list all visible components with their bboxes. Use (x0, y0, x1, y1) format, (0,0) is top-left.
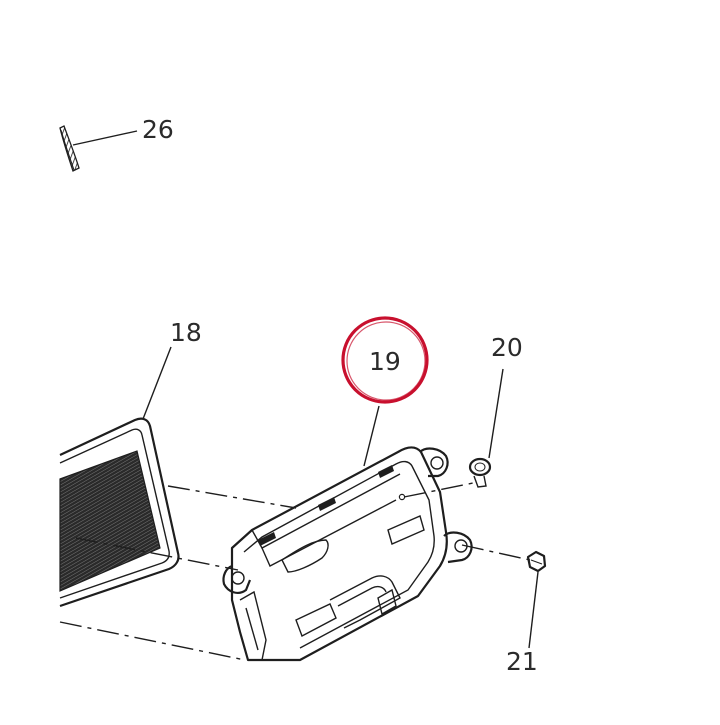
part-21-screw (526, 550, 547, 573)
part-19-housing-cover (222, 446, 473, 662)
part-26-clip (59, 125, 80, 172)
part-20-clamp (468, 457, 492, 488)
callout-26-label: 26 (142, 115, 174, 144)
leader-line-21 (528, 571, 539, 649)
highlight-circle-19 (341, 316, 429, 404)
mounting-ear-top-right (419, 447, 449, 478)
callout-21-label: 21 (506, 647, 538, 676)
mounting-ear-right (443, 531, 473, 564)
leader-line-20 (488, 368, 504, 459)
callout-19-label: 19 (369, 347, 401, 376)
leader-line-19 (363, 405, 380, 467)
callout-18-label: 18 (170, 318, 202, 347)
assembly-centerlines (59, 481, 531, 661)
leader-line-26 (72, 130, 138, 146)
callout-20-label: 20 (491, 333, 523, 362)
leader-line-18 (142, 346, 172, 420)
part-18-filter-frame (59, 417, 180, 608)
mounting-ear-left (222, 564, 252, 594)
